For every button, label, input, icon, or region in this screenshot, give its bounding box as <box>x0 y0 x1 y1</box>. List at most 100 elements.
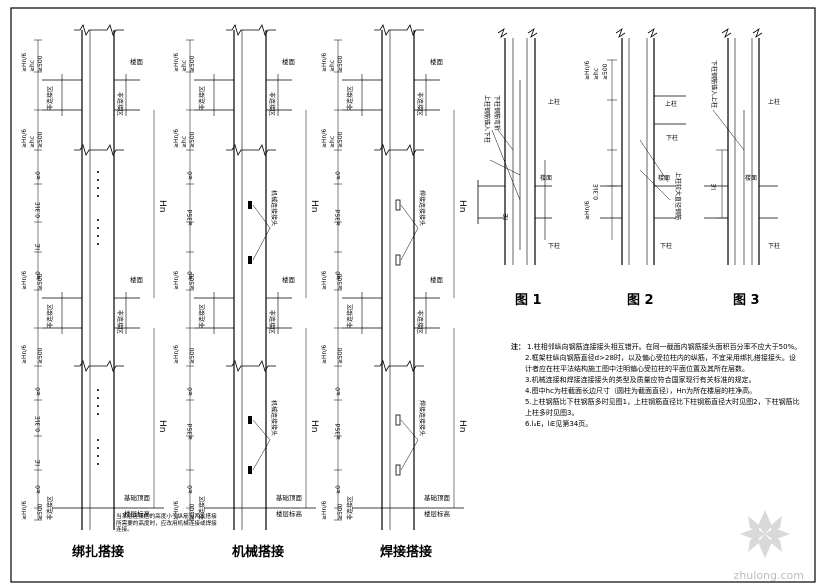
dim-hn6-label: ≥Hn/6 <box>321 129 328 148</box>
non-connect-zone-label: 非连接区 <box>416 92 424 116</box>
figure-3-drawing <box>704 27 778 265</box>
non-connect-zone-label: 非连接区 <box>46 304 54 328</box>
fig2-hn6b-label: ≥Hn/6 <box>584 201 591 220</box>
fig2-lower-column-label: 下柱 <box>666 134 678 142</box>
dim-hn6-label: ≥Hn/6 <box>321 345 328 364</box>
hn-label: Hn <box>309 420 319 432</box>
foundation-top-label: 基础顶面 <box>124 493 151 502</box>
fig2-lle13-label: 0.3lₗE <box>593 184 600 200</box>
floor-label: 楼面 <box>282 57 296 66</box>
dim-ge0-label: ≥0 <box>187 387 194 396</box>
dim-500-label: ≥500 <box>337 273 344 290</box>
foundation-top-label: 基础顶面 <box>424 493 451 502</box>
dim-hn6-label: ≥Hn/6 <box>173 501 180 520</box>
fig1-upper-bar-anchor-label: 上柱钢筋锚入下柱 <box>483 95 491 143</box>
fig1-upper-column-label: 上柱 <box>548 98 560 106</box>
non-connect-zone-label: 非连接区 <box>46 496 54 520</box>
dim-hc-label: ≥hc <box>29 60 36 72</box>
column-elevation-weld: ≥Hn/6≥hc≥500非连接区≥Hn/6≥hc≥500≥0≥35d≥0≥Hn/… <box>321 24 467 530</box>
joint-label: 机械连接接头 <box>270 400 278 436</box>
hc-note: 当某层连接区的高度小于纵筋分两批搭接所需要的高度时，应改用机械连接或焊接连接。 <box>116 514 217 534</box>
note-item: 5.上柱钢筋比下柱钢筋多时见图1，上柱钢筋直径比下柱钢筋直径大时见图2，下柱钢筋… <box>525 398 800 417</box>
dim-hc-label: ≥hc <box>29 136 36 148</box>
floor-label: 楼面 <box>282 275 296 284</box>
foundation-top-label: 基础顶面 <box>276 493 303 502</box>
dim-lle-label: lₗE <box>35 459 42 466</box>
dim-ge0-label: ≥0 <box>187 271 194 280</box>
floor-elevation-label: 楼层标高 <box>424 509 451 518</box>
dim-hn6-label: ≥Hn/6 <box>173 345 180 364</box>
fig3-upper-column-label: 上柱 <box>768 98 780 106</box>
watermark-logo <box>740 510 790 558</box>
dim-ge0-label: ≥0 <box>35 271 42 280</box>
hn-label: Hn <box>157 420 167 432</box>
dim-hc-label: ≥hc <box>329 60 336 72</box>
note-item: 注：1.柱相邻纵向钢筋连接接头相互错开。在同一截面内钢筋接头面积百分率不应大于5… <box>511 343 801 351</box>
floor-label: 楼面 <box>430 57 444 66</box>
fig3-lle-label: lₗE <box>711 183 718 190</box>
floor-label: 楼面 <box>130 275 144 284</box>
non-connect-zone-label: 非连接区 <box>346 496 354 520</box>
dim-hc-label: ≥hc <box>181 136 188 148</box>
floor-elevation-label: 楼层标高 <box>124 509 151 518</box>
dim-hn6-label: ≥Hn/6 <box>21 53 28 72</box>
fig3-lower-anchor-label: 下柱钢筋锚入上柱 <box>710 60 718 108</box>
non-connect-zone-label: 非连接区 <box>268 310 276 334</box>
dim-500-label: ≥500 <box>37 131 44 148</box>
non-connect-zone-label: 非连接区 <box>416 310 424 334</box>
hn-label: Hn <box>309 200 319 212</box>
hn-label: Hn <box>157 200 167 212</box>
fig2-500-label: ≥500 <box>602 63 609 80</box>
dim-500-label: ≥500 <box>189 131 196 148</box>
fig1-floor-label: 楼面 <box>540 174 552 182</box>
note-item: 4.图中hc为柱截面长边尺寸（圆柱为截面直径），Hn为所在楼层的柱净高。 <box>525 387 757 395</box>
dim-hn6-label: ≥Hn/6 <box>21 271 28 290</box>
dim-offset-label: ≥35d <box>335 209 342 226</box>
dim-500-label: ≥500 <box>337 131 344 148</box>
fig2-upper-larger-label: 上柱较大直径钢筋 <box>674 172 682 220</box>
fig3-lower-column-label: 下柱 <box>768 242 780 250</box>
column-elevation-tied: ≥Hn/6≥hc≥500非连接区≥Hn/6≥hc≥500≥00.3lₗElₗE≥… <box>21 24 167 530</box>
joint-label: 机械连接接头 <box>270 190 278 226</box>
fig2-hc-label: ≥hc <box>593 68 600 80</box>
dim-offset-label: ≥35d <box>187 423 194 440</box>
fig2-upper-column-label: 上柱 <box>665 100 677 108</box>
dim-ge0-label: ≥0 <box>335 271 342 280</box>
drawing-frame <box>10 7 816 583</box>
note-item: 2.框架柱纵向钢筋直径d>28时，以及偏心受拉柱内的纵筋，不宜采用绑扎搭接接头。… <box>525 354 796 373</box>
dim-hn6-label: ≥Hn/6 <box>21 345 28 364</box>
note-item: 3.机械连接和焊接连接接头的类型及质量应符合国家现行有关标准的规定。 <box>525 376 756 384</box>
dim-offset-label: 0.3lₗE <box>35 202 42 218</box>
floor-elevation-label: 楼层标高 <box>276 509 303 518</box>
notes-prefix: 注： <box>511 343 525 351</box>
dim-hn6-label: ≥Hn/6 <box>173 53 180 72</box>
non-connect-zone-label: 非连接区 <box>268 92 276 116</box>
dim-500-label: ≥500 <box>37 347 44 364</box>
dim-ge0-label: ≥0 <box>335 387 342 396</box>
floor-label: 楼面 <box>130 57 144 66</box>
column-elevations: ≥Hn/6≥hc≥500非连接区≥Hn/6≥hc≥500≥00.3lₗElₗE≥… <box>21 24 467 530</box>
method-caption-welded: 焊接搭接 <box>380 544 432 560</box>
non-connect-zone-label: 非连接区 <box>346 304 354 328</box>
column-elevation-mech: ≥Hn/6≥hc≥500非连接区≥Hn/6≥hc≥500≥0≥35d≥0≥Hn/… <box>173 24 319 530</box>
dim-hc-label: ≥hc <box>329 136 336 148</box>
dim-ge0-label: ≥0 <box>35 485 42 494</box>
dim-500-label: ≥500 <box>337 347 344 364</box>
dim-hn6-label: ≥Hn/6 <box>173 129 180 148</box>
non-connect-zone-label: 非连接区 <box>198 86 206 110</box>
dim-ge0-label: ≥0 <box>35 171 42 180</box>
dim-500-label: ≥500 <box>337 503 344 520</box>
notes-block: 注：1.柱相邻纵向钢筋连接接头相互错开。在同一截面内钢筋接头面积百分率不应大于5… <box>511 342 801 430</box>
figure-1-caption: 图 1 <box>515 293 542 308</box>
dim-hn6-label: ≥Hn/6 <box>321 53 328 72</box>
fig1-lower-bar-bend-label: 下柱钢筋弯折 <box>493 95 501 131</box>
note-item: 6.lₐE，lₗE见第34页。 <box>525 420 593 428</box>
hn-label: Hn <box>457 200 467 212</box>
dim-lle-label: lₗE <box>35 243 42 250</box>
joint-label: 焊接连接接头 <box>418 190 426 226</box>
dim-500-label: ≥500 <box>189 55 196 72</box>
dim-hc-label: ≥hc <box>181 60 188 72</box>
floor-label: 楼面 <box>430 275 444 284</box>
dim-offset-label: ≥35d <box>187 209 194 226</box>
non-connect-zone-label: 非连接区 <box>198 304 206 328</box>
